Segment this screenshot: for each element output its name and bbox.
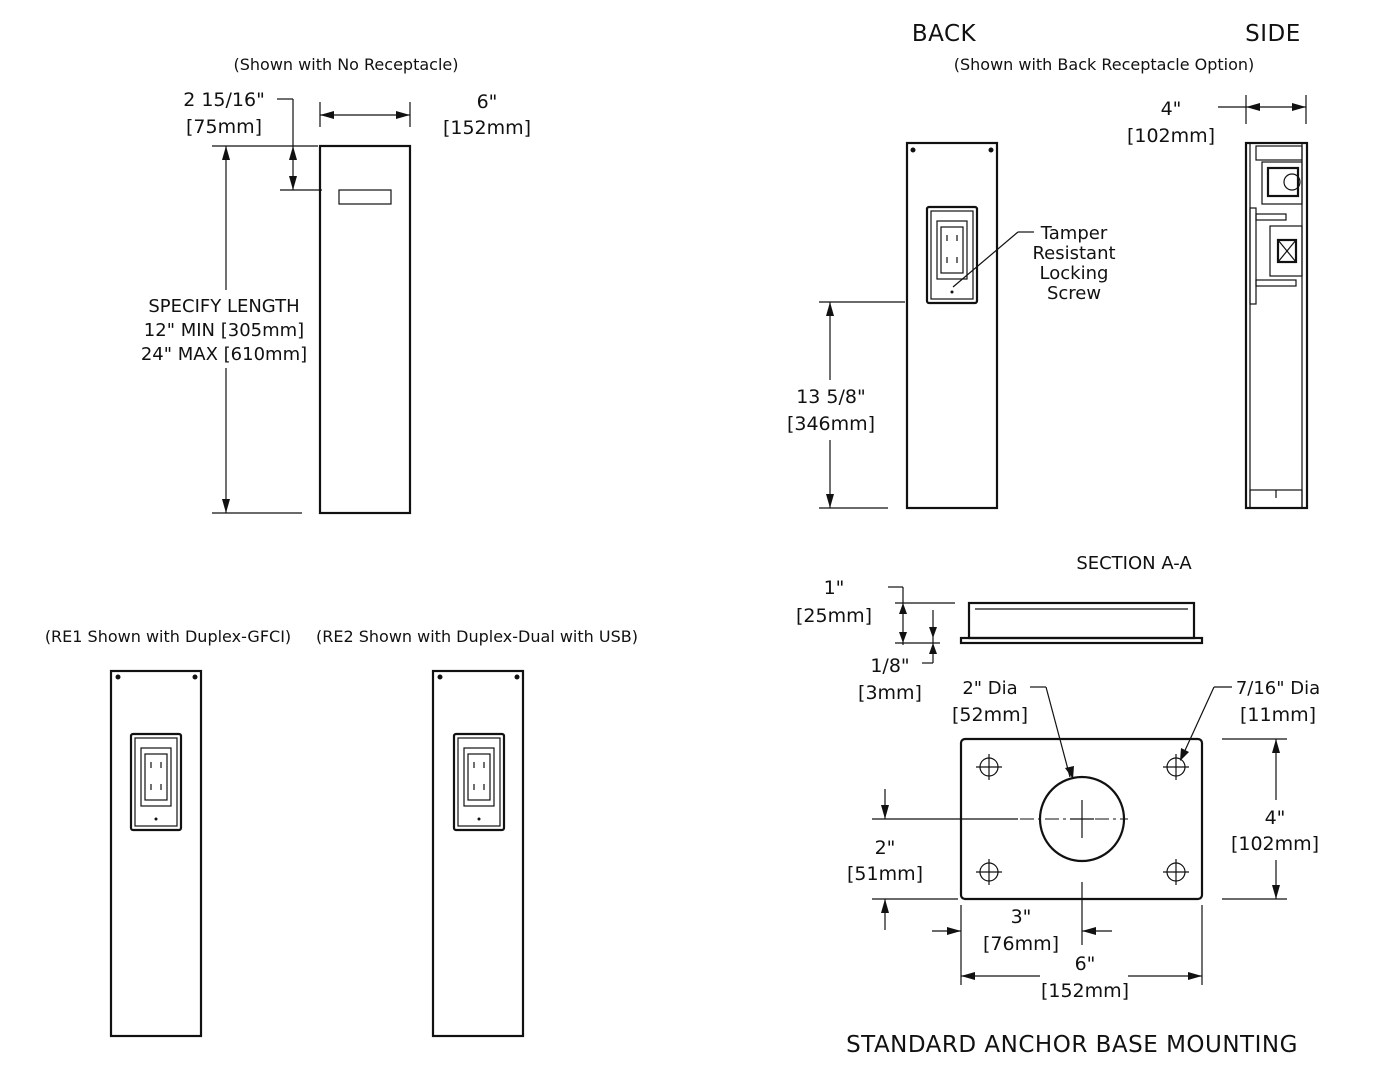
back-height-in: 13 5/8" <box>796 386 866 408</box>
side-depth-mm: [102mm] <box>1127 125 1215 147</box>
back-view: BACK (Shown with Back Receptacle Option)… <box>787 21 1255 510</box>
base-half-height-in: 2" <box>875 837 896 859</box>
back-receptacle <box>925 205 979 305</box>
center-hole-dia-mm: [52mm] <box>952 704 1028 726</box>
bolt-hole-top-right <box>1162 753 1190 781</box>
front-label-slot <box>338 189 392 205</box>
section-h1-in: 1" <box>824 577 845 599</box>
side-depth-in: 4" <box>1161 98 1182 120</box>
re2-caption: (RE2 Shown with Duplex-Dual with USB) <box>316 627 638 646</box>
screw-label-3: Locking <box>1040 263 1109 284</box>
base-half-width-in: 3" <box>1011 906 1032 928</box>
section-h1-mm: [25mm] <box>796 605 872 627</box>
section-view: SECTION A-A 1" [25mm] 1/8" [3mm] <box>796 553 1204 704</box>
base-height-in: 4" <box>1265 807 1286 829</box>
side-post-outline <box>1244 141 1309 510</box>
front-view: (Shown with No Receptacle) 6" [152mm] 2 … <box>141 55 531 515</box>
back-post-outline <box>905 141 999 510</box>
section-title: SECTION A-A <box>1076 553 1192 574</box>
front-offset-mm: [75mm] <box>186 116 262 138</box>
re2-usb-receptacle <box>452 732 506 832</box>
screw-label-1: Tamper <box>1040 223 1108 244</box>
anchor-base-plan: 2" Dia [52mm] 7/16" Dia [11mm] 4" [102mm… <box>846 678 1320 1058</box>
front-offset-in: 2 15/16" <box>183 89 265 111</box>
front-length-label: SPECIFY LENGTH <box>148 296 299 317</box>
back-height-mm: [346mm] <box>787 413 875 435</box>
back-screw-right <box>988 147 994 153</box>
re1-caption: (RE1 Shown with Duplex-GFCI) <box>45 627 291 646</box>
side-title: SIDE <box>1245 21 1301 47</box>
front-width-mm: [152mm] <box>443 117 531 139</box>
base-width-mm: [152mm] <box>1041 980 1129 1002</box>
re1-post-outline <box>109 669 203 1038</box>
re2-post-outline <box>431 669 525 1038</box>
section-h2-in: 1/8" <box>870 655 909 677</box>
screw-label-4: Screw <box>1047 283 1101 304</box>
front-width-in: 6" <box>477 91 498 113</box>
re1-gfci-receptacle <box>129 732 183 832</box>
bolt-hole-dia-in: 7/16" Dia <box>1236 678 1320 699</box>
center-hole-dia-in: 2" Dia <box>962 678 1017 699</box>
bolt-hole-bottom-right <box>1162 858 1190 886</box>
base-height-mm: [102mm] <box>1231 833 1319 855</box>
front-length-min: 12" MIN [305mm] <box>144 320 304 341</box>
section-base-flange <box>959 636 1204 645</box>
base-half-width-mm: [76mm] <box>983 933 1059 955</box>
front-caption: (Shown with No Receptacle) <box>234 55 459 74</box>
base-width-in: 6" <box>1075 953 1096 975</box>
bolt-hole-bottom-left <box>975 858 1003 886</box>
front-post-outline <box>318 144 412 515</box>
section-base-body <box>967 601 1196 640</box>
base-title: STANDARD ANCHOR BASE MOUNTING <box>846 1032 1298 1058</box>
re2-view: (RE2 Shown with Duplex-Dual with USB) <box>316 627 638 1038</box>
bolt-hole-dia-mm: [11mm] <box>1240 704 1316 726</box>
back-title: BACK <box>912 21 977 47</box>
screw-label-2: Resistant <box>1032 243 1115 264</box>
back-screw-left <box>910 147 916 153</box>
bolt-hole-top-left <box>975 753 1003 781</box>
front-length-max: 24" MAX [610mm] <box>141 344 307 365</box>
side-internal-bracket <box>1249 145 1303 509</box>
side-view: SIDE 4" [102mm] <box>1127 21 1309 510</box>
re1-view: (RE1 Shown with Duplex-GFCI) <box>45 627 291 1038</box>
back-caption: (Shown with Back Receptacle Option) <box>954 55 1255 74</box>
base-half-height-mm: [51mm] <box>847 863 923 885</box>
section-h2-mm: [3mm] <box>858 682 922 704</box>
